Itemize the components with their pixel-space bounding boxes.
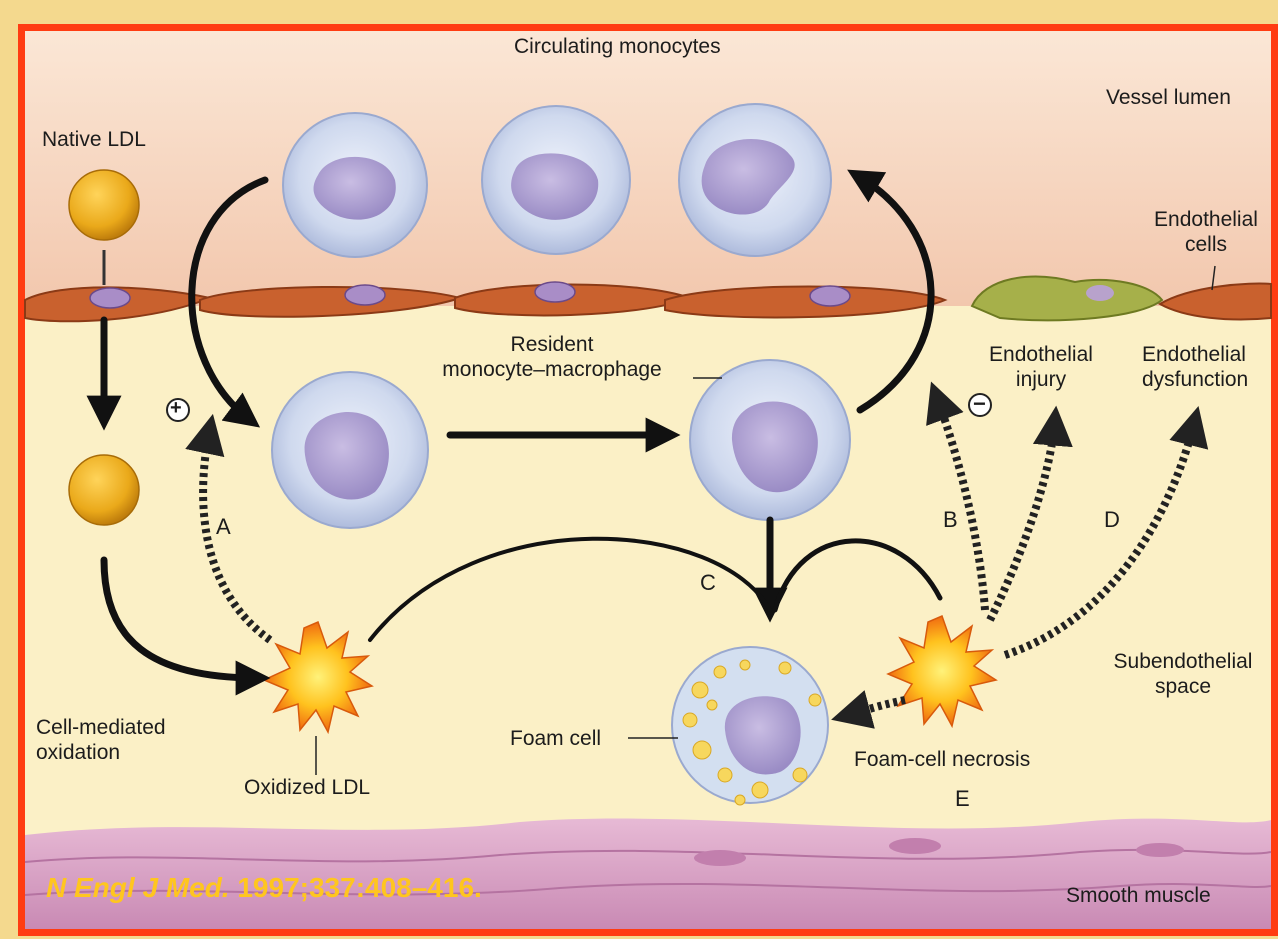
foam-cell-label: Foam cell [510, 727, 601, 752]
plus-symbol: + [170, 397, 182, 421]
ldl-particle-subendothelial [69, 455, 139, 525]
resident-macrophage-label: Resident monocyte–macrophage [412, 333, 692, 383]
smooth-muscle-label: Smooth muscle [1066, 884, 1211, 909]
pathway-letter-c: C [700, 570, 716, 596]
citation-journal: N Engl J Med. [46, 872, 230, 903]
endothelial-dysfunction-label: Endothelial dysfunction [1142, 343, 1272, 393]
subendothelial-space-label: Subendothelial space [1094, 650, 1272, 700]
circulating-monocytes-label: Circulating monocytes [514, 35, 721, 60]
foam-cell-necrosis-label: Foam-cell necrosis [854, 748, 1030, 773]
minus-symbol: − [973, 391, 986, 417]
endothelial-cells-label: Endothelial cells [1146, 208, 1266, 258]
foam-cell [672, 647, 828, 805]
citation-reference: 1997;337:408–416. [230, 872, 482, 903]
circulating-monocyte-2 [482, 106, 630, 254]
resident-monocyte [272, 372, 428, 528]
native-ldl-label: Native LDL [42, 128, 146, 153]
oxidized-ldl-label: Oxidized LDL [244, 776, 370, 801]
vessel-lumen-area [25, 31, 1271, 306]
circulating-monocyte-3 [679, 104, 831, 256]
citation: N Engl J Med. 1997;337:408–416. [46, 872, 482, 904]
pathway-letter-a: A [216, 514, 231, 540]
vessel-lumen-label: Vessel lumen [1106, 86, 1231, 111]
subendothelial-area [25, 320, 1271, 820]
circulating-monocyte-1 [283, 113, 427, 257]
native-ldl-particle [69, 170, 139, 240]
pathway-letter-e: E [955, 786, 970, 812]
resident-macrophage [690, 360, 850, 520]
cell-mediated-oxidation-label: Cell-mediated oxidation [36, 716, 166, 766]
endothelial-injury-label: Endothelial injury [982, 343, 1100, 393]
pathway-letter-b: B [943, 507, 958, 533]
pathway-letter-d: D [1104, 507, 1120, 533]
